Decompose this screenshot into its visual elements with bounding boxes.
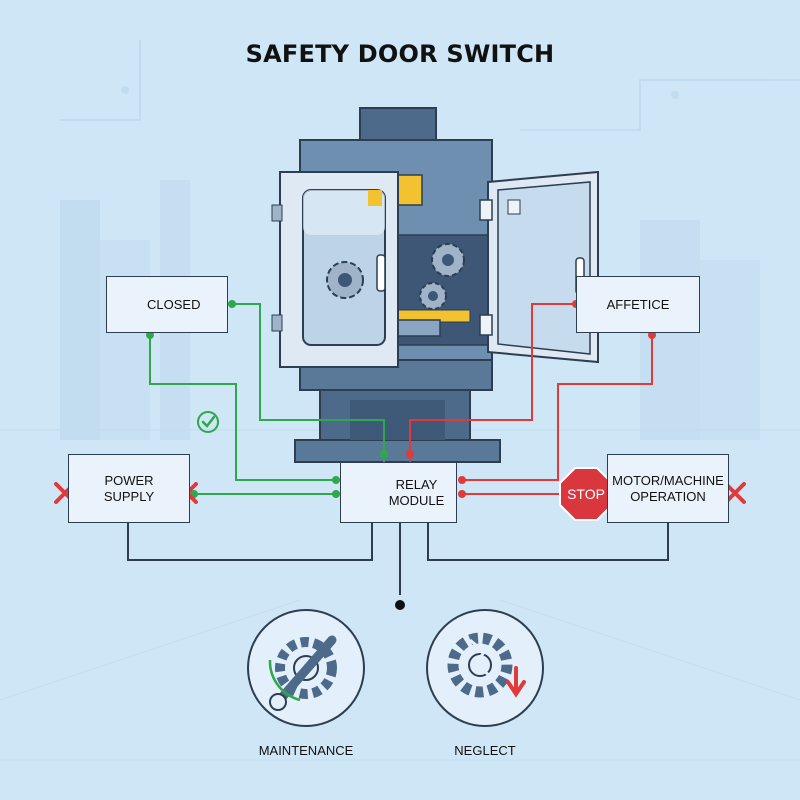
motor-operation-label-line2: OPERATION (630, 488, 706, 504)
check-icon (197, 411, 219, 433)
motor-operation-label-line1: MOTOR/MACHINE (612, 472, 724, 488)
power-supply-box: POWER SUPPLY (68, 454, 190, 523)
door-open (479, 170, 599, 364)
maintenance-label: MAINTENANCE (258, 743, 354, 758)
wiring-neutral (127, 523, 669, 595)
stop-sign-icon: STOP (559, 467, 613, 521)
relay-module-label-line2: MODULE (388, 492, 445, 508)
power-supply-label-line1: POWER (104, 472, 154, 488)
motor-operation-box: MOTOR/MACHINE OPERATION (607, 454, 729, 523)
power-supply-label-line2: SUPPLY (103, 488, 155, 504)
affetice-state-box: AFFETICE (576, 276, 700, 333)
machine-illustration (271, 107, 599, 463)
background-decor (0, 40, 800, 761)
wrench-gear-icon (247, 609, 365, 727)
relay-module-box: RELAY MODULE (340, 462, 457, 523)
relay-module-label-line1: RELAY (395, 476, 438, 492)
wire-terminals (146, 300, 656, 610)
door-closed (271, 171, 399, 368)
wiring-green (149, 303, 385, 495)
stop-sign-label: STOP (567, 486, 605, 502)
closed-label: CLOSED (147, 296, 201, 312)
closed-state-box: CLOSED (106, 276, 228, 333)
neglect-label: NEGLECT (454, 743, 516, 758)
gear-icon (419, 243, 465, 310)
diagram-title: SAFETY DOOR SWITCH (245, 40, 555, 68)
broken-gear-icon (426, 609, 544, 727)
affetice-label: AFFETICE (606, 296, 670, 312)
wiring-red (409, 303, 653, 495)
